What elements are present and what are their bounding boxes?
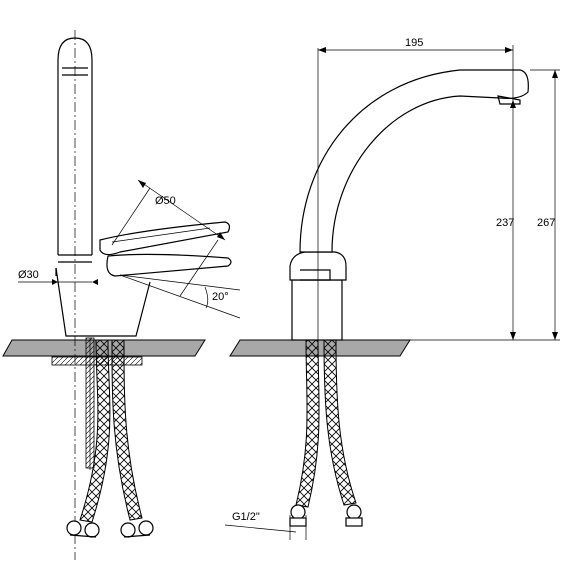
lever-angle-label: 20° <box>212 291 229 303</box>
body-diameter-dimension: Ø30 <box>18 269 98 285</box>
total-height-dimension: 267 <box>410 69 560 341</box>
side-view: Ø50 20° Ø30 <box>2 30 241 560</box>
supply-hoses-front <box>289 339 363 527</box>
width-dimension: 195 <box>318 37 514 100</box>
width-label: 195 <box>405 37 423 49</box>
lever-handle <box>99 179 241 319</box>
spout-height-dimension: 237 <box>496 100 516 340</box>
thread-label: G1/2" <box>232 511 260 523</box>
front-view: 195 237 267 <box>224 37 560 540</box>
total-height-label: 267 <box>537 217 555 229</box>
thread-dimension: G1/2" <box>224 511 307 540</box>
supply-hoses-side <box>66 339 154 538</box>
threaded-rod <box>85 337 95 470</box>
spout-height-label: 237 <box>496 217 514 229</box>
faucet-body-side <box>55 30 151 560</box>
lever-diameter-label: Ø50 <box>155 195 176 207</box>
spout <box>299 48 529 340</box>
countertop-right <box>229 339 411 357</box>
body-diameter-label: Ø30 <box>18 269 39 281</box>
